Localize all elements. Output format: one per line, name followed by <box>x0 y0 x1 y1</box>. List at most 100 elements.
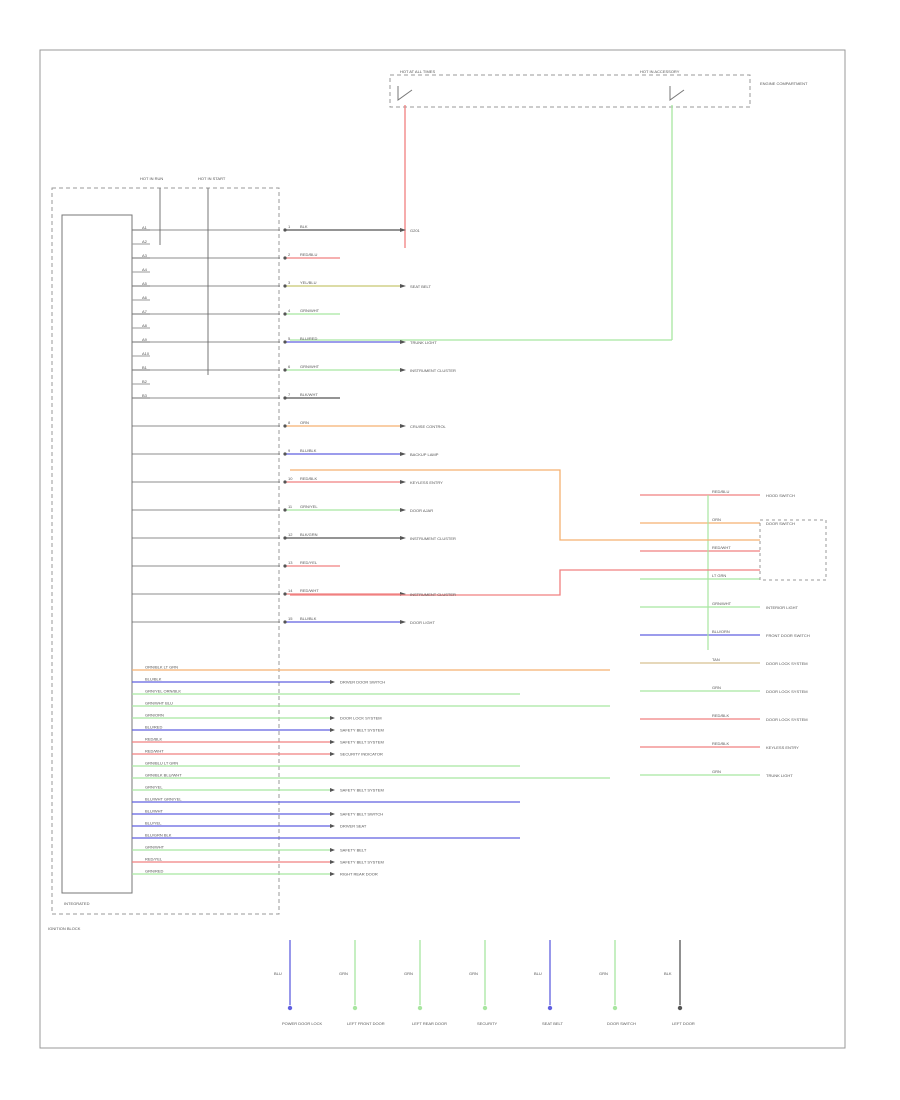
wire-destination: BACKUP LAMP <box>410 452 439 457</box>
wire-color-label: BLK/GRN <box>300 532 318 537</box>
wire-code: 2 <box>288 252 291 257</box>
bundle-wire-label: GRN/YEL <box>145 785 163 790</box>
pin-label: A7 <box>142 309 148 314</box>
arrow-icon <box>330 824 335 828</box>
arrow-icon <box>330 740 335 744</box>
pin-label: B1 <box>142 365 148 370</box>
pin-label: A3 <box>142 253 148 258</box>
bundle-wire-label: BLU/WHT GRN/YEL <box>145 797 182 802</box>
wire-destination: TRUNK LIGHT <box>410 340 437 345</box>
bottom-destination: SECURITY <box>477 1021 498 1026</box>
bottom-wire-label: GRN <box>404 971 413 976</box>
control-module-box <box>61 214 133 894</box>
bundle-wire-label: GRN/ORN <box>145 713 164 718</box>
connector-dot <box>283 620 287 624</box>
wire-code: 8 <box>288 420 291 425</box>
pin-label: A9 <box>142 337 148 342</box>
wire-color-label: GRN/WHT <box>300 308 320 313</box>
pin-label: B2 <box>142 379 148 384</box>
wire-destination: CRUISE CONTROL <box>410 424 447 429</box>
connector-dot <box>283 256 287 260</box>
bundle-wire-label: BLU/YEL <box>145 821 162 826</box>
bundle-wire-label: GRN/WHT BLU <box>145 701 173 706</box>
right-destination: DOOR LOCK SYSTEM <box>766 689 808 694</box>
bottom-terminal <box>612 1005 618 1011</box>
bundle-wire-label: GRN/YEL ORN/BLK <box>145 689 181 694</box>
wire-color-label: RED/BLK <box>300 476 317 481</box>
outer-frame <box>39 49 846 1049</box>
wire-color-label: BLK <box>300 224 308 229</box>
bundle-destination: SECURITY INDICATOR <box>340 752 383 757</box>
orange-route <box>290 469 760 541</box>
bundle-wire-label: GRN/BLK BLU/WHT <box>145 773 182 778</box>
pin-label: A8 <box>142 323 148 328</box>
bottom-wire-label: GRN <box>599 971 608 976</box>
bundle-wire-label: BLU/GRN BLK <box>145 833 172 838</box>
arrow-icon <box>400 620 406 624</box>
right-wire-label: LT GRN <box>712 573 726 578</box>
arrow-icon <box>400 480 406 484</box>
bottom-terminal <box>547 1005 553 1011</box>
right-destination: KEYLESS ENTRY <box>766 745 799 750</box>
right-wire-label: BLU/ORN <box>712 629 730 634</box>
ignition-block-frame <box>51 187 280 915</box>
right-destination: DOOR LOCK SYSTEM <box>766 661 808 666</box>
pin-label: A2 <box>142 239 148 244</box>
connector-dot <box>283 284 287 288</box>
bundle-destination: SAFETY BELT SWITCH <box>340 812 383 817</box>
connector-dot <box>283 340 287 344</box>
wire-code: 5 <box>288 336 291 341</box>
top-right-box-label: HOT IN ACCESSORY <box>640 69 680 74</box>
connector-dot <box>283 228 287 232</box>
bottom-terminal <box>287 1005 293 1011</box>
wire-destination: G201 <box>410 228 421 233</box>
right-wire-label: TAN <box>712 657 720 662</box>
arrow-icon <box>400 452 406 456</box>
top-left-switch-box <box>389 74 751 108</box>
right-wire-label: RED/BLK <box>712 741 729 746</box>
bottom-destination: LEFT REAR DOOR <box>412 1021 447 1026</box>
wire-code: 1 <box>288 224 291 229</box>
arrow-icon <box>400 536 406 540</box>
pin-label: A10 <box>142 351 150 356</box>
module-label: INTEGRATED <box>64 901 90 906</box>
top-right-desc: ENGINE COMPARTMENT <box>760 81 808 86</box>
pin-label: A4 <box>142 267 148 272</box>
bundle-destination: RIGHT REAR DOOR <box>340 872 378 877</box>
wire-code: 15 <box>288 616 293 621</box>
bottom-destination: LEFT DOOR <box>672 1021 695 1026</box>
wire-destination: DOOR AJAR <box>410 508 433 513</box>
wire-color-label: YEL/BLU <box>300 280 317 285</box>
arrow-icon <box>330 680 335 684</box>
wire-color-label: GRN/WHT <box>300 364 320 369</box>
bundle-wire-label: GRN/WHT <box>145 845 165 850</box>
right-wire-label: GRN <box>712 685 721 690</box>
bundle-wire-label: RED/YEL <box>145 857 163 862</box>
arrow-icon <box>400 228 406 232</box>
arrow-icon <box>330 728 335 732</box>
connector-dot <box>283 452 287 456</box>
right-destination: DOOR SWITCH <box>766 521 795 526</box>
bundle-destination: DRIVER SEAT <box>340 824 367 829</box>
arrow-icon <box>330 752 335 756</box>
wire-destination: INSTRUMENT CLUSTER <box>410 536 456 541</box>
bottom-wire-label: GRN <box>469 971 478 976</box>
wire-destination: DOOR LIGHT <box>410 620 435 625</box>
bottom-destination: DOOR SWITCH <box>607 1021 636 1026</box>
connector-dot <box>283 564 287 568</box>
wire-color-label: GRN/YEL <box>300 504 318 509</box>
wire-code: 7 <box>288 392 291 397</box>
arrow-icon <box>400 340 406 344</box>
pin-label: A5 <box>142 281 148 286</box>
connector-dot <box>283 368 287 372</box>
wire-code: 6 <box>288 364 291 369</box>
right-wire-label: RED/BLK <box>712 713 729 718</box>
bundle-wire-label: BLU/WHT <box>145 809 164 814</box>
arrow-icon <box>400 284 406 288</box>
pin-label: A1 <box>142 225 148 230</box>
wire-color-label: BLU/BLK <box>300 448 317 453</box>
block-name: IGNITION BLOCK <box>48 926 81 931</box>
fuse-b-label: HOT IN START <box>198 176 226 181</box>
top-switch-left <box>397 86 413 101</box>
